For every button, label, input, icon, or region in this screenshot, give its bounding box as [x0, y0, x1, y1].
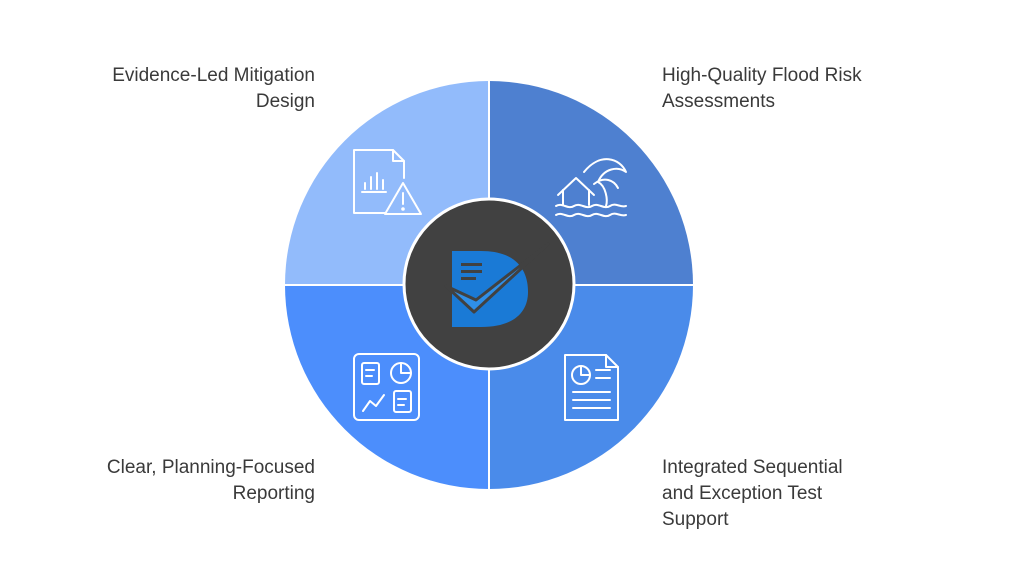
chart-warning-icon [353, 149, 422, 215]
flood-house-icon [555, 158, 627, 218]
report-document-icon [564, 354, 619, 421]
label-flood-risk-assessments: High-Quality Flood Risk Assessments [662, 65, 862, 112]
label-planning-focused-reporting: Clear, Planning-Focused Reporting [106, 457, 315, 504]
logo-checkmark-icon [444, 242, 550, 327]
label-sequential-exception-test: Integrated Sequential and Exception Test… [662, 457, 843, 530]
label-mitigation-design: Evidence-Led Mitigation Design [112, 65, 315, 112]
dashboard-icon [353, 353, 420, 421]
